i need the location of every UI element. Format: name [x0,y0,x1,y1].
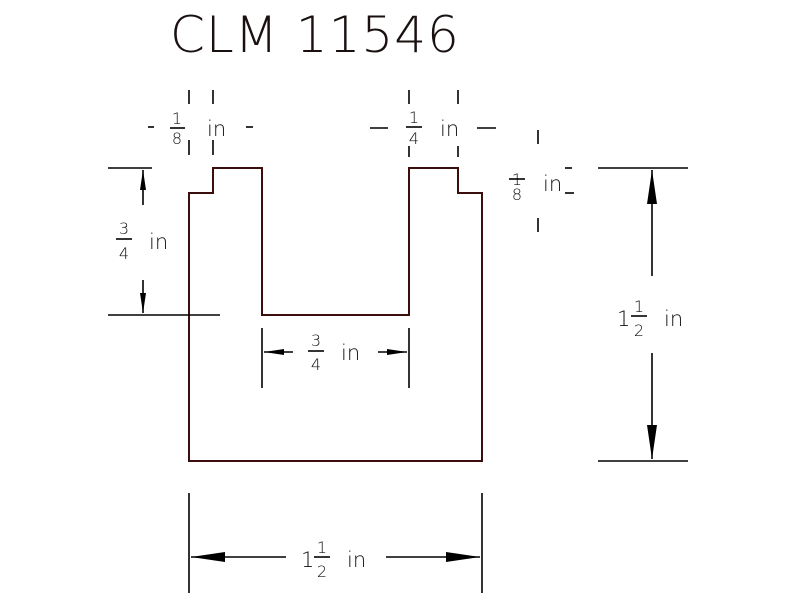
dim-width-unit: in [347,548,366,572]
arrow-left-icon [191,552,225,562]
drawing-title: CLM 11546 [170,6,460,64]
dim-top-right-num: 1 [409,108,419,127]
dim-left-depth-num: 3 [119,219,129,238]
dim-left-depth-unit: in [149,230,168,254]
dim-overall-width: 1 1 2 in [188,493,483,593]
dim-channel-width: 3 4 in [261,328,410,388]
dim-height-den: 2 [634,321,644,340]
dim-height-unit: in [664,307,683,331]
dim-overall-height: 1 1 2 in [598,167,688,462]
dim-channel-unit: in [341,341,360,365]
dim-top-left-step: 1 8 in [148,90,253,155]
dim-height-num: 1 [634,297,644,316]
arrow-down-icon [140,293,146,313]
molding-profile-outline [188,167,483,462]
dim-width-den: 2 [317,562,327,581]
dim-left-channel-depth: 3 4 in [108,167,220,316]
arrow-up-icon [647,170,657,204]
dim-channel-den: 4 [311,355,321,374]
arrow-right-icon [446,552,480,562]
dim-top-left-unit: in [207,117,226,141]
dim-channel-num: 3 [311,331,321,350]
arrow-right-icon [387,349,407,355]
dim-right-step-height: 1 8 in [509,130,574,232]
dim-width-num: 1 [317,538,327,557]
dim-top-right-lip: 1 4 in [370,90,496,157]
dim-width-whole: 1 [301,548,314,572]
arrow-down-icon [647,425,657,459]
arrow-up-icon [140,170,146,190]
dim-top-left-num: 1 [172,109,182,128]
dim-top-left-den: 8 [172,129,182,148]
dim-right-step-den: 8 [512,185,522,204]
dim-top-right-den: 4 [409,129,419,148]
dim-height-whole: 1 [617,307,630,331]
dim-left-depth-den: 4 [119,244,129,263]
dim-top-right-unit: in [440,117,459,141]
dim-right-step-unit: in [543,172,562,196]
arrow-left-icon [264,349,284,355]
